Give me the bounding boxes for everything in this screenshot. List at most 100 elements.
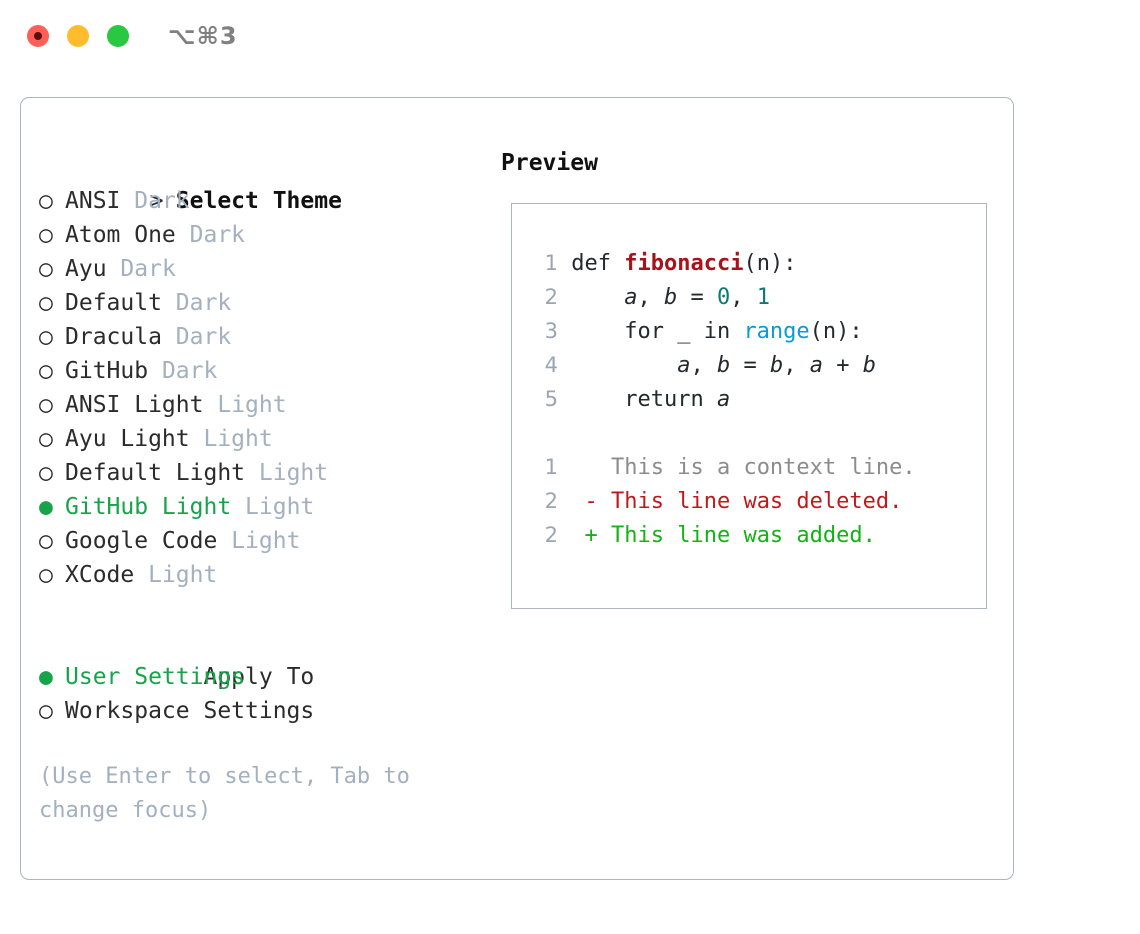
line-number: 4: [544, 353, 558, 377]
theme-list-item[interactable]: ○Ayu Dark: [39, 252, 479, 286]
code-token: =: [677, 285, 717, 310]
close-window-button[interactable]: [27, 25, 49, 47]
main-panel: >Select Theme ○ANSI Dark○Atom One Dark○A…: [20, 97, 1014, 880]
theme-name-label: GitHub: [65, 358, 149, 384]
theme-list-item[interactable]: ○Default Light Light: [39, 456, 479, 490]
caret-icon: >: [149, 188, 164, 214]
theme-list-item[interactable]: ○ GitHub Dark: [39, 354, 479, 388]
line-number: 2: [544, 489, 558, 513]
keyboard-shortcut-label: ⌥⌘3: [168, 22, 238, 50]
title-bar: ⌥⌘3: [0, 0, 1140, 76]
apply-to-option[interactable]: ○ Workspace Settings: [39, 694, 479, 728]
line-number: 5: [544, 387, 558, 411]
line-number: 1: [544, 455, 558, 479]
label-gap: [231, 494, 245, 520]
code-token: ,: [637, 285, 664, 310]
theme-variant-tag: Dark: [120, 256, 176, 282]
label-gap: [162, 290, 176, 316]
code-token: 1: [756, 285, 770, 310]
gutter-gap: [558, 251, 571, 276]
preview-title: Preview: [501, 150, 598, 176]
radio-unselected-icon: ○: [39, 460, 53, 486]
label-gap: [120, 188, 134, 214]
theme-list-item[interactable]: ○Atom One Dark: [39, 218, 479, 252]
theme-name-label: Default: [65, 290, 162, 316]
theme-variant-tag: Dark: [161, 358, 218, 384]
theme-list-item[interactable]: ○Default Dark: [39, 286, 479, 320]
code-line: 3 for _ in range(n):: [530, 314, 970, 348]
theme-name-label: XCode: [65, 562, 135, 588]
label-gap: [176, 222, 190, 248]
apply-to-option-label: Workspace Settings: [65, 698, 315, 724]
code-token: b: [716, 353, 731, 378]
theme-variant-tag: Light: [148, 562, 218, 588]
diff-line: 1 This is a context line.: [530, 450, 970, 484]
theme-variant-tag: Light: [203, 426, 273, 452]
theme-variant-tag: Light: [231, 528, 301, 554]
code-token: a: [716, 387, 731, 412]
theme-variant-tag: Dark: [175, 324, 232, 350]
apply-to-section: ○Apply To ● User Settings ○ Workspace Setti…: [39, 626, 479, 728]
diff-sign: +: [584, 523, 598, 548]
gutter-gap: [558, 489, 585, 514]
diff-line: 2 - This line was deleted.: [530, 484, 970, 518]
theme-list-item[interactable]: ○ANSI Light Light: [39, 388, 479, 422]
theme-selector-column: >Select Theme ○ANSI Dark○Atom One Dark○A…: [39, 150, 479, 728]
radio-unselected-icon: ○: [39, 358, 53, 384]
theme-list-item[interactable]: ●GitHub Light Light: [39, 490, 479, 524]
code-line: 2 a, b = 0, 1: [530, 280, 970, 314]
radio-unselected-icon: ○: [39, 698, 53, 724]
gutter-gap: [558, 285, 571, 310]
theme-variant-tag: Dark: [189, 222, 246, 248]
theme-list-item[interactable]: ○Google Code Light: [39, 524, 479, 558]
diff-text: This is a context line.: [597, 455, 916, 480]
theme-name-label: Dracula: [65, 324, 162, 350]
diff-text: This line was deleted.: [597, 489, 903, 514]
code-spacer: [530, 416, 970, 450]
gutter-gap: [558, 319, 571, 344]
line-number: 2: [544, 285, 558, 309]
code-token: a: [809, 353, 823, 378]
label-gap: [134, 562, 148, 588]
gutter-gap: [558, 523, 585, 548]
theme-list-heading: > Select Theme: [39, 150, 479, 214]
theme-name-label: ANSI: [65, 188, 121, 214]
code-token: b: [663, 285, 678, 310]
maximize-window-button[interactable]: [107, 25, 129, 47]
code-token: (n):: [809, 319, 863, 344]
code-token: return: [571, 387, 717, 412]
apply-to-option-label: User Settings: [65, 664, 246, 690]
gutter-gap: [558, 455, 585, 480]
theme-list-heading-label: Select Theme: [175, 188, 342, 214]
theme-name-label: GitHub Light: [65, 494, 232, 520]
code-line: 4 a, b = b, a + b: [530, 348, 970, 382]
code-token: for _ in: [571, 319, 744, 344]
radio-unselected-icon: ○: [39, 290, 53, 316]
theme-list-item[interactable]: ○XCode Light: [39, 558, 479, 592]
radio-unselected-icon: ○: [39, 188, 53, 214]
theme-list-item[interactable]: ○ Dracula Dark: [39, 320, 479, 354]
radio-selected-icon: ●: [39, 664, 53, 690]
code-token: b: [862, 353, 876, 378]
code-token: a: [624, 285, 638, 310]
theme-variant-tag: Light: [217, 392, 287, 418]
radio-unselected-icon: ○: [39, 392, 53, 418]
label-gap: [245, 460, 259, 486]
radio-unselected-icon: ○: [39, 324, 53, 350]
line-number: 2: [544, 523, 558, 547]
code-token: +: [822, 353, 863, 378]
line-number: 1: [544, 251, 558, 275]
theme-list-item[interactable]: ○Ayu Light Light: [39, 422, 479, 456]
apply-to-option[interactable]: ● User Settings: [39, 660, 479, 694]
theme-list-item[interactable]: ○ANSI Dark: [39, 184, 479, 218]
apply-to-options: ● User Settings ○ Workspace Settings: [39, 660, 479, 728]
code-token: range: [743, 319, 810, 344]
code-token: def: [571, 251, 625, 276]
label-gap: [162, 324, 176, 350]
apply-to-heading: ○Apply To: [39, 626, 479, 690]
theme-name-label: Google Code: [65, 528, 218, 554]
minimize-window-button[interactable]: [67, 25, 89, 47]
apply-to-heading-label: Apply To: [203, 664, 315, 690]
